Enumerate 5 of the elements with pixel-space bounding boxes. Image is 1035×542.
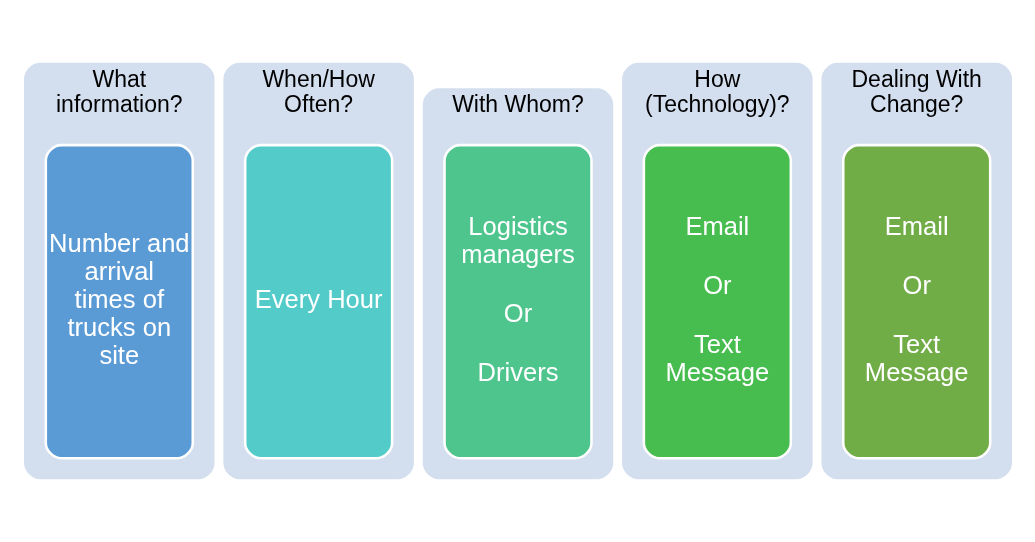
node-box: Email Or Text Message xyxy=(841,143,991,460)
node-box: Email Or Text Message xyxy=(642,143,792,460)
node-box: Every Hour xyxy=(243,143,393,460)
node-box: Number and arrival times of trucks on site xyxy=(44,143,194,460)
node-box: Logistics managers Or Drivers xyxy=(442,143,593,460)
